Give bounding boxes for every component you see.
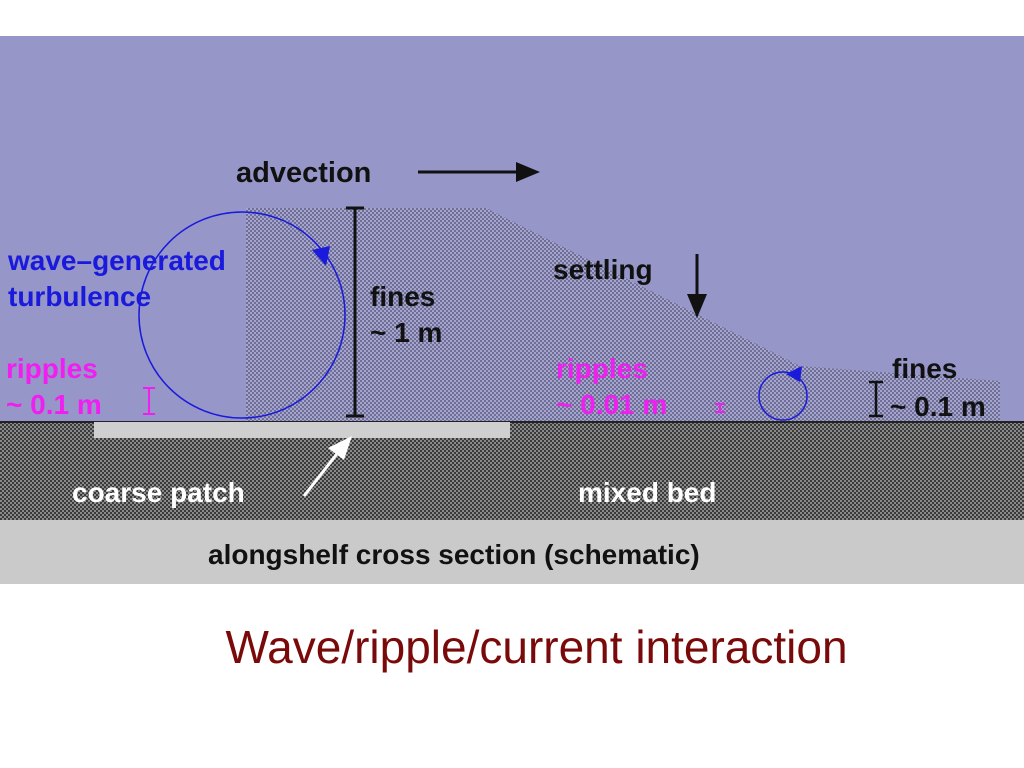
fines-left-label-line2: ~ 1 m: [370, 317, 442, 348]
cross-section-label: alongshelf cross section (schematic): [208, 539, 700, 570]
wave-turbulence-label-line1: wave–generated: [7, 245, 226, 276]
fines-right-label-line2: ~ 0.1 m: [890, 391, 986, 422]
fines-height-bar: [346, 206, 364, 418]
small-ripple-circle-icon: [758, 366, 808, 421]
advection-label: advection: [236, 157, 371, 189]
fines-height-bar-right: [869, 380, 883, 418]
ripples-left-label-line2: ~ 0.1 m: [6, 389, 102, 420]
mixed-bed: [0, 422, 1024, 520]
ripples-left-label-line1: ripples: [6, 353, 98, 384]
coarse-patch-pointer-arrow: [302, 436, 352, 497]
ripple-height-bar-right: [715, 403, 725, 413]
fines-right-label-line1: fines: [892, 353, 957, 384]
ripples-right-label-line1: ripples: [556, 353, 648, 384]
cross-section-band: [0, 520, 1024, 584]
settling-arrow: [687, 254, 707, 318]
turbulence-circle-icon: [138, 211, 346, 419]
wave-turbulence-label-line2: turbulence: [8, 281, 151, 312]
slide-caption: Wave/ripple/current interaction: [225, 621, 848, 673]
sediment-transport-diagram: advection wave–generated turbulence fine…: [0, 36, 1024, 584]
ripple-height-bar-left: [143, 387, 155, 415]
fines-left-label-line1: fines: [370, 281, 435, 312]
ripples-right-label-line2: ~ 0.01 m: [556, 389, 667, 420]
mixed-bed-label: mixed bed: [578, 477, 716, 508]
advection-arrow: [418, 162, 540, 182]
coarse-patch: [94, 422, 510, 438]
coarse-patch-label: coarse patch: [72, 477, 245, 508]
fines-suspension-cloud: [246, 208, 1000, 422]
settling-label: settling: [553, 254, 653, 285]
